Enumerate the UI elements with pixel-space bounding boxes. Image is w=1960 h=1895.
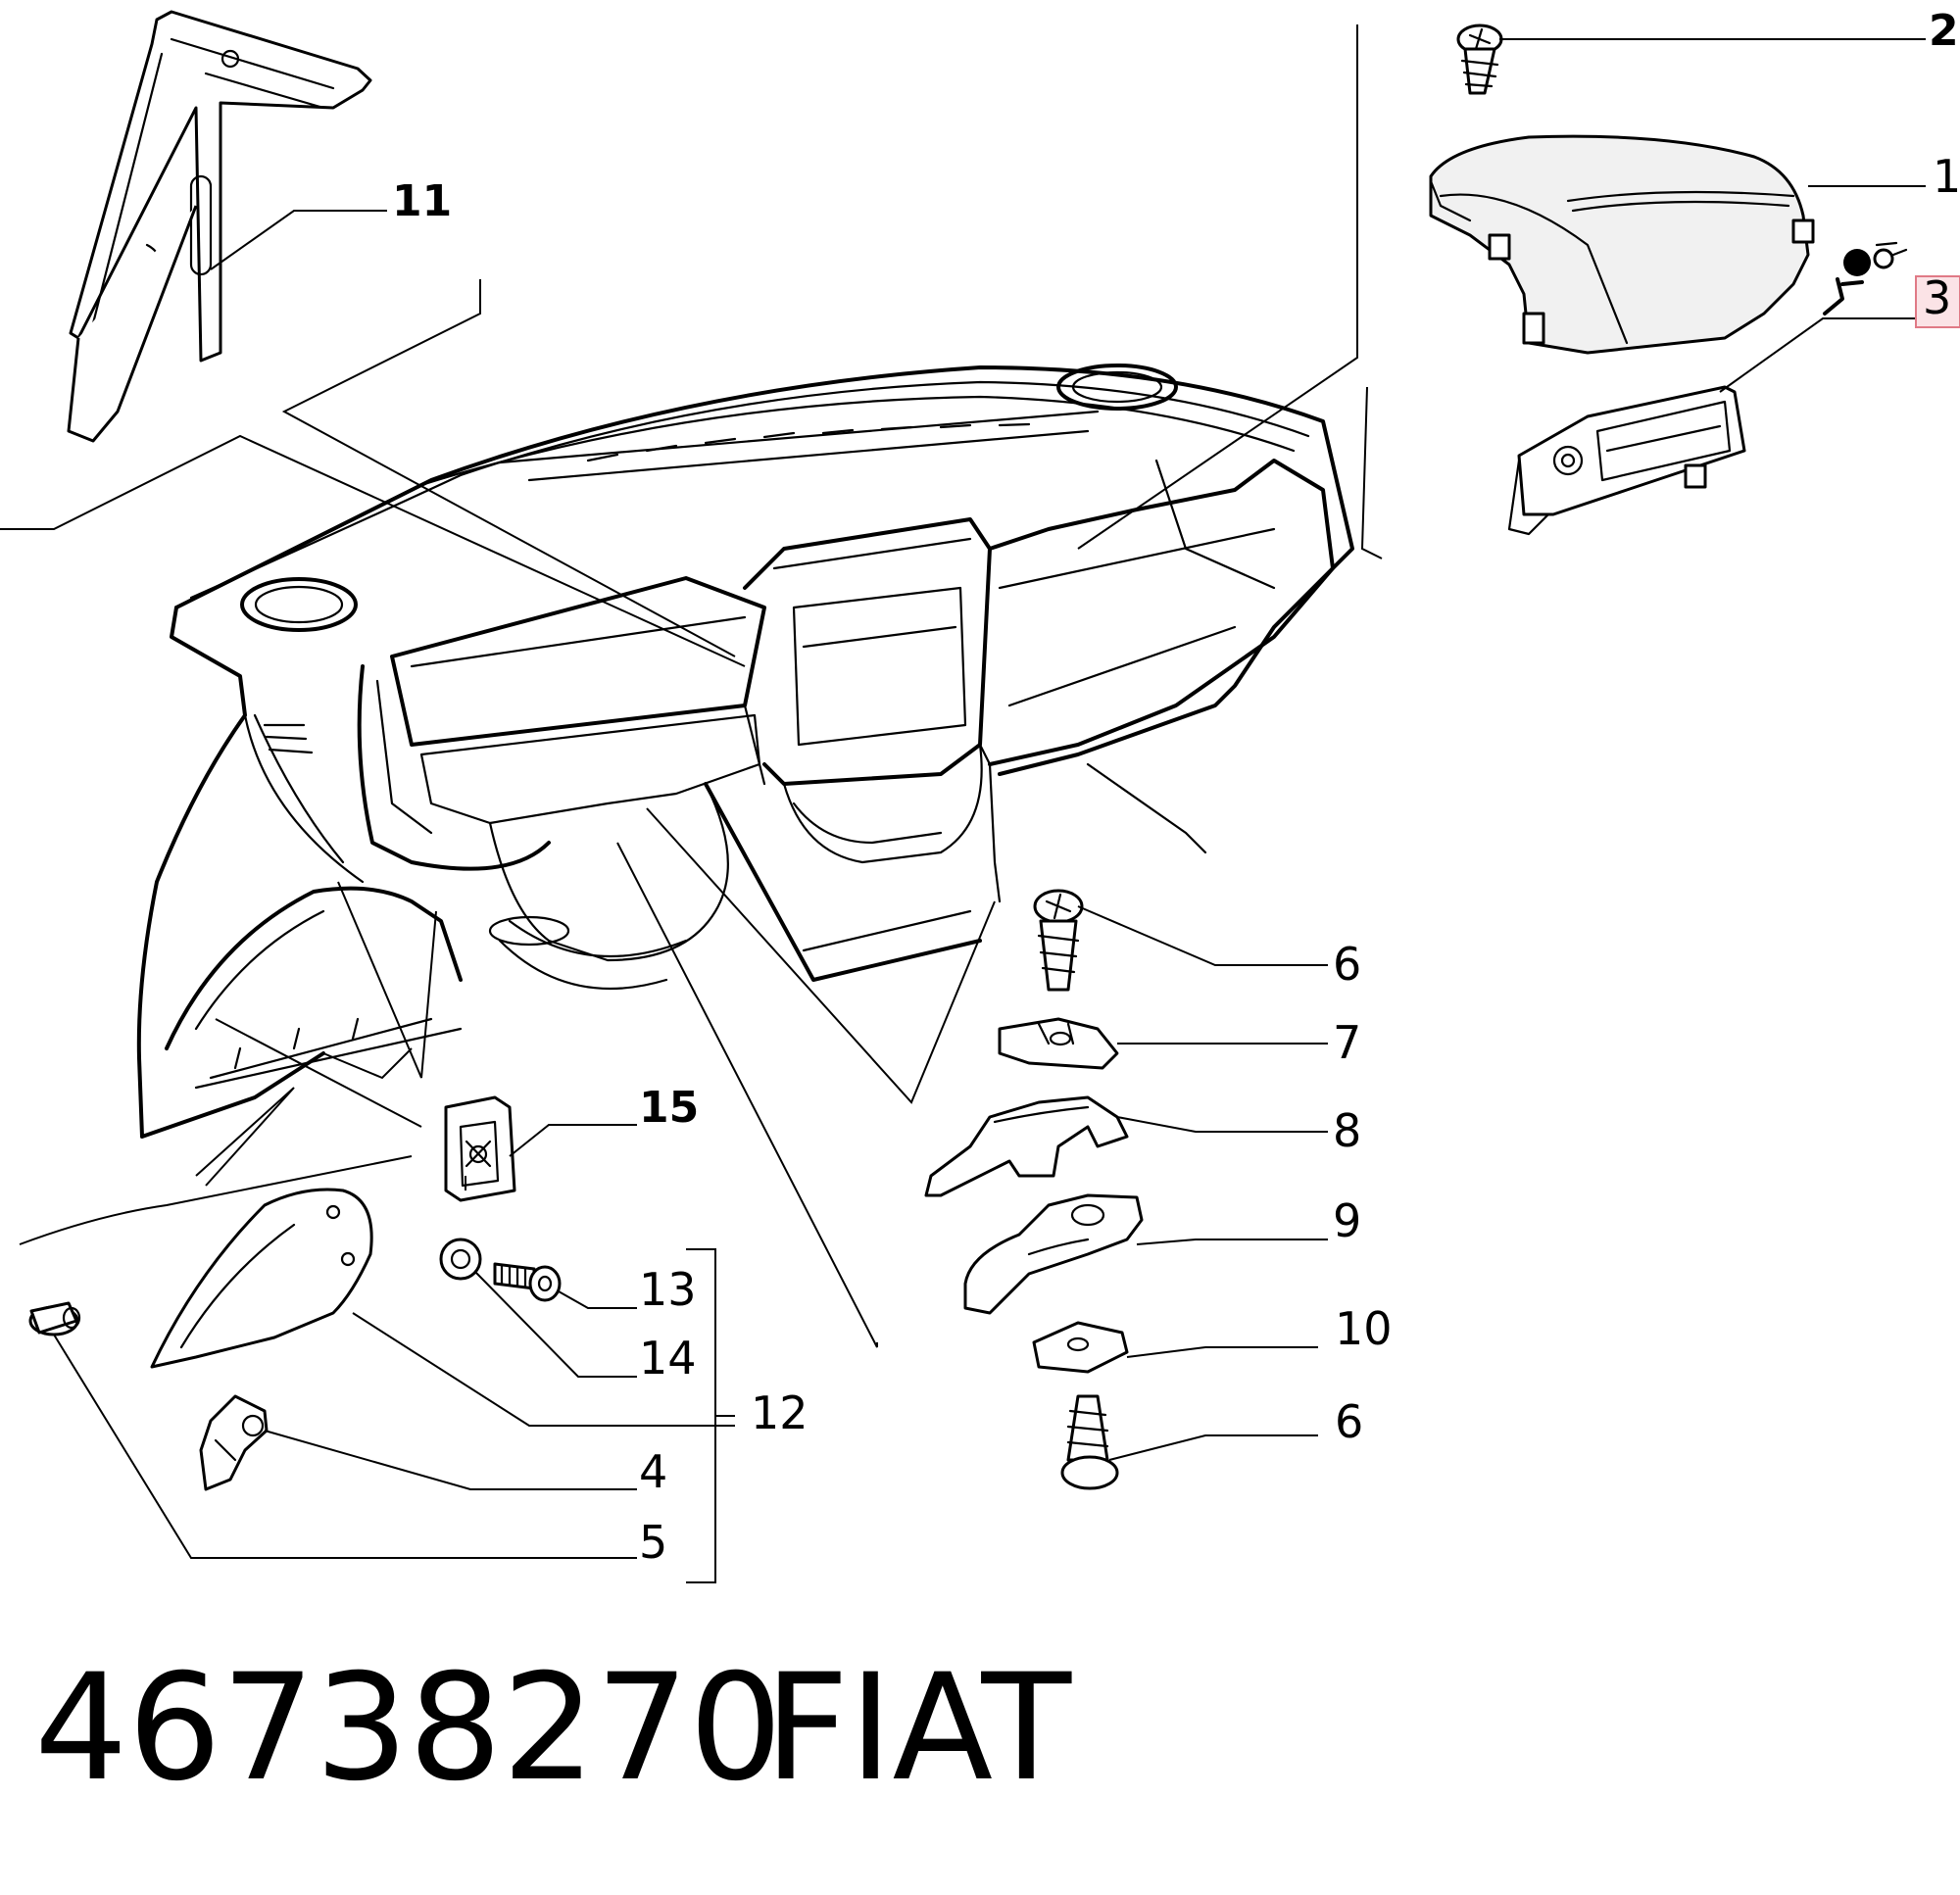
part-6a-screw [1033, 889, 1084, 992]
part-7-clip [998, 1017, 1119, 1070]
callout-7: 7 [1333, 1016, 1361, 1069]
callout-8: 8 [1333, 1104, 1361, 1157]
callout-11: 11 [392, 176, 452, 226]
callout-4: 4 [639, 1445, 667, 1498]
part-11-bracket [67, 10, 372, 443]
part-1-airbag-cover [1429, 134, 1815, 355]
callout-15: 15 [639, 1083, 699, 1133]
part-12-cover [150, 1188, 373, 1369]
part-15-clip [444, 1095, 516, 1202]
part-8-trim [924, 1095, 1129, 1197]
callout-6b: 6 [1335, 1395, 1363, 1448]
brand-name: FIAT [764, 1643, 1072, 1814]
callout-1: 1 [1933, 150, 1960, 203]
part-number: 46738270 [34, 1643, 782, 1814]
callout-labels: 11 2 1 3 6 7 8 15 9 13 10 14 12 6 4 5 [392, 6, 1960, 1569]
callout-10: 10 [1335, 1302, 1393, 1355]
leader-lines [0, 24, 1926, 1583]
part-10-nut [1032, 1321, 1129, 1374]
airbag-icon [1823, 241, 1908, 316]
dashboard-assembly [136, 364, 1354, 1139]
callout-3: 3 [1923, 271, 1951, 324]
part-3-airbag-module [1507, 385, 1746, 536]
part-5-plug [28, 1301, 81, 1336]
callout-2: 2 [1929, 6, 1959, 56]
part-13-screw [493, 1262, 562, 1302]
part-2-screw [1456, 24, 1503, 95]
part-4-bracket [199, 1394, 269, 1491]
callout-13: 13 [639, 1263, 697, 1316]
footer: 46738270 FIAT [34, 1643, 1072, 1814]
callout-9: 9 [1333, 1194, 1361, 1247]
part-6b-screw [1060, 1394, 1119, 1490]
callout-6a: 6 [1333, 938, 1361, 991]
callout-3-highlight [1915, 275, 1960, 328]
callout-5: 5 [639, 1516, 667, 1569]
part-9-cover [963, 1193, 1144, 1315]
callout-14: 14 [639, 1332, 697, 1385]
callout-12: 12 [751, 1386, 808, 1439]
part-14-washer [439, 1238, 482, 1281]
